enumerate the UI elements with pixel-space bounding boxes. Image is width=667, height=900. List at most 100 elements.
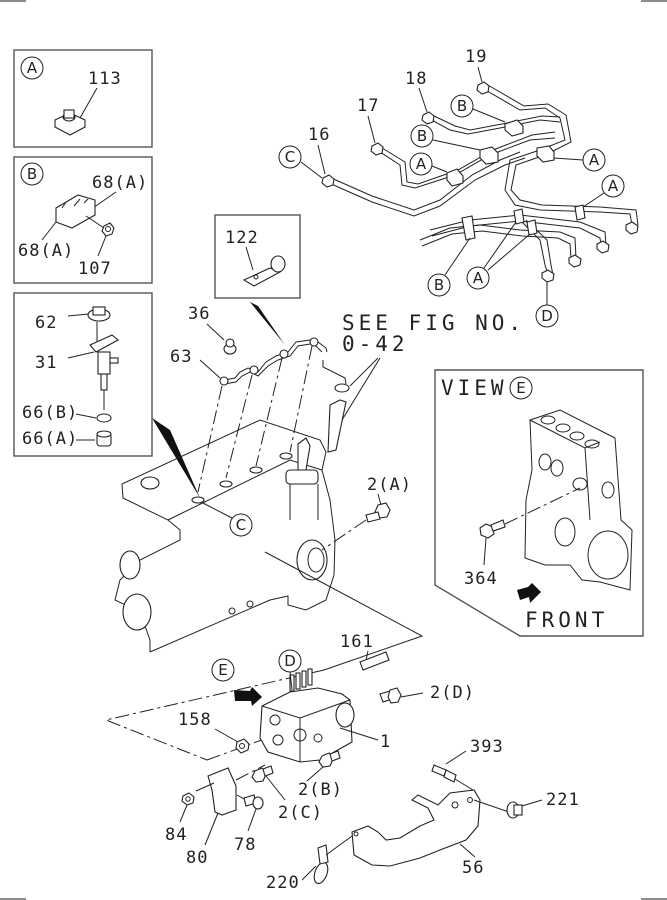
injector-31-icon — [89, 334, 119, 391]
pipe-nut-17-icon — [370, 142, 384, 156]
bolt-2c-icon — [251, 765, 274, 783]
svg-text:A: A — [416, 155, 427, 173]
svg-text:A: A — [589, 151, 600, 169]
svg-text:A: A — [27, 59, 38, 77]
banjo-seat-icon — [191, 452, 293, 504]
banjo-eye-icon — [279, 349, 289, 359]
label-62: 62 — [35, 313, 57, 333]
marker-e-circle: E — [509, 376, 533, 400]
svg-text:B: B — [434, 276, 444, 294]
injection-pump-assembly[interactable]: D E 161 2(D) 1 158 — [104, 551, 475, 868]
marker-e-circle: E — [211, 658, 235, 682]
label-113: 113 — [88, 69, 122, 89]
clamp-68a-icon — [55, 194, 96, 229]
label-221: 221 — [546, 790, 580, 810]
label-16: 16 — [308, 125, 330, 145]
inset-pipe-clip-122[interactable]: 122 — [214, 214, 301, 299]
label-2c: 2(C) — [278, 803, 323, 823]
leak-off-pipe[interactable]: 36 63 SEE FIG NO. 0-42 — [170, 304, 525, 493]
pump-mount-flange-icon — [296, 539, 328, 581]
pipe-nut-19-icon — [476, 81, 490, 95]
leak-hose-icon — [327, 399, 347, 453]
pipe-nut-16-icon — [321, 174, 335, 188]
svg-text:C: C — [236, 516, 246, 534]
label-17: 17 — [357, 96, 379, 116]
pump-body-icon — [259, 668, 355, 763]
banjo-eye-icon — [309, 337, 319, 347]
hose-clip-220-icon — [313, 844, 329, 885]
pipe-clip-122-icon — [242, 255, 286, 287]
label-2a: 2(A) — [367, 475, 412, 495]
label-364: 364 — [464, 569, 498, 589]
inset-a-clip[interactable]: A 113 — [13, 49, 153, 148]
svg-text:A: A — [473, 269, 484, 287]
view-e-arrow-icon — [234, 687, 262, 706]
label-84: 84 — [165, 825, 187, 845]
svg-text:D: D — [541, 307, 553, 325]
pipe-nut-end-icon — [596, 240, 610, 254]
pipe-nut-18-icon — [421, 111, 435, 125]
nut-62-icon — [87, 306, 111, 322]
label-393: 393 — [470, 737, 504, 757]
marker-b-circle: B — [20, 162, 44, 186]
injection-pipes[interactable]: 16 17 18 19 C A B B A — [278, 47, 639, 328]
gasket-36-icon — [223, 338, 237, 355]
bracket-56-icon — [351, 789, 481, 867]
marker-a-circle: A — [466, 266, 490, 290]
view-title: VIEW — [441, 376, 508, 400]
label-56: 56 — [462, 858, 484, 878]
pipe-clamp-a-icon — [513, 208, 525, 225]
label-161: 161 — [340, 632, 374, 652]
bracket-80-icon — [207, 767, 237, 816]
pipe-nut-d-icon — [541, 269, 555, 283]
plug-icon — [140, 476, 160, 490]
pipe-clamp-b-icon — [504, 119, 524, 137]
engine-block[interactable]: C 2(A) — [114, 419, 412, 653]
marker-a-circle: A — [582, 148, 606, 172]
inset-pointer-wedge — [152, 418, 200, 498]
pipe-clamp-a-icon — [446, 168, 464, 187]
bolt-2d-icon — [379, 687, 402, 704]
svg-text:A: A — [608, 177, 619, 195]
label-1: 1 — [380, 732, 391, 752]
hose-clamp-icon — [334, 383, 350, 393]
label-2b: 2(B) — [298, 780, 343, 800]
pipe-clamp-a-icon — [536, 145, 555, 163]
marker-b-circle: B — [410, 124, 434, 148]
marker-c-circle: C — [229, 513, 253, 537]
label-18: 18 — [405, 69, 427, 89]
engine-boss-icon — [285, 469, 319, 485]
pipe-nut-end-icon — [625, 221, 639, 235]
inset-b-clamp[interactable]: B 68(A) 68(A) 107 — [13, 156, 153, 284]
seal-66a-icon — [96, 430, 112, 447]
inset-injector[interactable]: 62 31 66(B) 66(A) — [13, 292, 153, 457]
bolt-78-icon — [243, 794, 264, 810]
pipe-clamp-b-icon — [461, 215, 476, 241]
support-bracket-56[interactable]: 393 221 56 220 — [266, 737, 580, 893]
label-66b: 66(B) — [22, 403, 78, 423]
bolt-2b-icon — [318, 750, 341, 768]
label-63: 63 — [170, 347, 192, 367]
pipe-clamp-a-icon — [526, 219, 538, 236]
svg-text:C: C — [285, 148, 295, 166]
pipe-clamp-b-icon — [479, 146, 499, 165]
collar-nut-221-icon — [506, 801, 523, 819]
pump-rear-view-icon — [524, 409, 633, 591]
marker-d-circle: D — [535, 304, 559, 328]
label-122: 122 — [225, 228, 259, 248]
svg-text:E: E — [516, 379, 525, 397]
marker-b-circle: B — [450, 94, 474, 118]
svg-text:D: D — [284, 652, 296, 670]
nut-84-icon — [181, 792, 195, 806]
label-36: 36 — [188, 304, 210, 324]
label-68a-upper: 68(A) — [92, 173, 148, 193]
banjo-eye-icon — [249, 365, 259, 375]
view-e-panel[interactable]: VIEW E 364 FRONT — [434, 369, 644, 637]
clip-113-icon — [54, 109, 86, 136]
front-arrow-icon — [517, 583, 541, 603]
marker-a-circle: A — [601, 174, 625, 198]
bolt-364-icon — [479, 519, 506, 539]
nut-107-icon — [101, 222, 115, 237]
